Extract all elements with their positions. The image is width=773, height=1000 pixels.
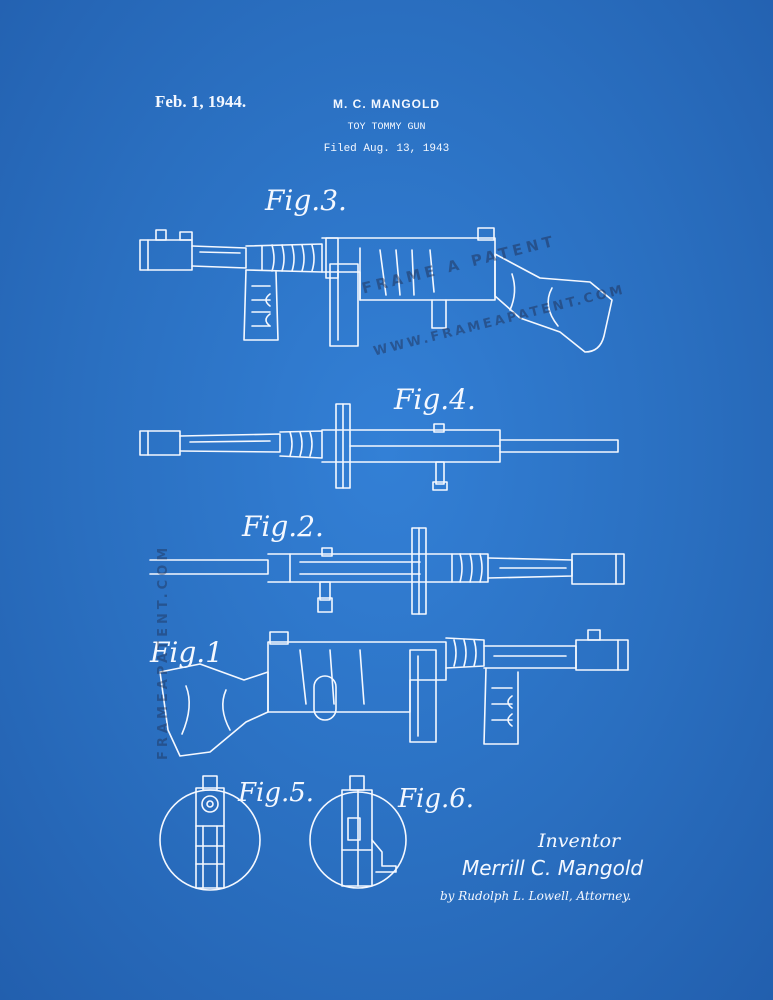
figure-3-drawing bbox=[140, 228, 612, 352]
figure-6-label: Fig.6. bbox=[398, 784, 475, 814]
inventor-header: M. C. MANGOLD bbox=[333, 97, 440, 111]
attorney-signature: by Rudolph L. Lowell, Attorney. bbox=[440, 889, 632, 903]
inventor-signature: Merrill C. Mangold bbox=[462, 856, 644, 880]
figure-5-label: Fig.5. bbox=[238, 778, 315, 808]
figure-5-drawing bbox=[160, 776, 260, 890]
patent-date: Feb. 1, 1944. bbox=[155, 92, 247, 111]
filed-date: Filed Aug. 13, 1943 bbox=[323, 143, 450, 155]
patent-title: TOY TOMMY GUN bbox=[347, 122, 426, 133]
figure-1-label: Fig.1 bbox=[150, 636, 224, 669]
figure-2-drawing bbox=[150, 528, 624, 614]
figure-4-label: Fig.4. bbox=[394, 383, 476, 416]
watermark-vertical: FRAMEAPATENT.COM bbox=[156, 543, 171, 760]
inventor-heading: Inventor bbox=[538, 830, 621, 852]
figure-2-label: Fig.2. bbox=[242, 510, 324, 543]
figure-6-drawing bbox=[310, 776, 406, 888]
figure-1-drawing bbox=[160, 630, 628, 756]
figure-3-label: Fig.3. bbox=[265, 184, 347, 217]
figure-4-drawing bbox=[140, 404, 618, 490]
